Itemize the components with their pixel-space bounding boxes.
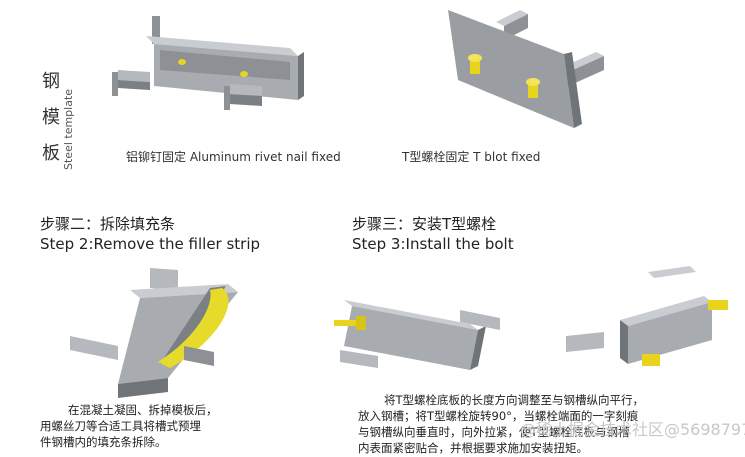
step3-title-cn: 步骤三：安装T型螺栓 bbox=[352, 215, 497, 233]
step2-desc-line-2: 用螺丝刀等合适工具将槽式预埋 bbox=[40, 419, 201, 433]
template-char-1: 钢 bbox=[42, 71, 60, 92]
tbolt-fixed-illustration bbox=[448, 10, 604, 128]
step2-title-en: Step 2:Remove the filler strip bbox=[40, 235, 261, 253]
watermark: @稀土掘金技术社区@5698797 bbox=[520, 420, 745, 439]
remove-filler-illustration bbox=[70, 268, 238, 398]
rivet-caption: 铝铆钉固定 Aluminum rivet nail fixed bbox=[126, 150, 341, 164]
template-label-cn: 钢 模 板 bbox=[40, 64, 62, 172]
step3-title-en: Step 3:Install the bolt bbox=[352, 235, 514, 253]
step2-desc-line-1: 在混凝土凝固、拆掉模板后， bbox=[68, 403, 218, 417]
step3-desc-line-3: 与钢槽纵向垂直时，向外拉紧，使T型螺栓底板与钢槽 bbox=[358, 425, 630, 439]
step2-title-cn: 步骤二：拆除填充条 bbox=[40, 215, 176, 233]
tbolt-caption: T型螺栓固定 T blot fixed bbox=[402, 150, 541, 164]
install-bolt-right-illustration bbox=[566, 266, 728, 366]
step3-desc-line-1: 将T型螺栓底板的长度方向调整至与钢槽纵向平行， bbox=[384, 393, 645, 407]
template-char-3: 板 bbox=[42, 143, 60, 164]
rivet-fixed-illustration bbox=[112, 16, 304, 110]
step3-description: 将T型螺栓底板的长度方向调整至与钢槽纵向平行， 放入钢槽；将T型螺栓旋转90°，… bbox=[358, 392, 698, 456]
step2-desc-line-3: 件钢槽内的填充条拆除。 bbox=[40, 435, 167, 449]
step3-desc-line-4: 内表面紧密贴合，并根据要求施加安装扭矩。 bbox=[358, 441, 588, 455]
step2-description: 在混凝土凝固、拆掉模板后， 用螺丝刀等合适工具将槽式预埋 件钢槽内的填充条拆除。 bbox=[40, 402, 270, 450]
template-char-2: 模 bbox=[42, 107, 60, 128]
install-bolt-left-illustration bbox=[334, 300, 500, 370]
step3-desc-line-2: 放入钢槽；将T型螺栓旋转90°，当螺栓端面的一字刻痕 bbox=[358, 409, 639, 423]
